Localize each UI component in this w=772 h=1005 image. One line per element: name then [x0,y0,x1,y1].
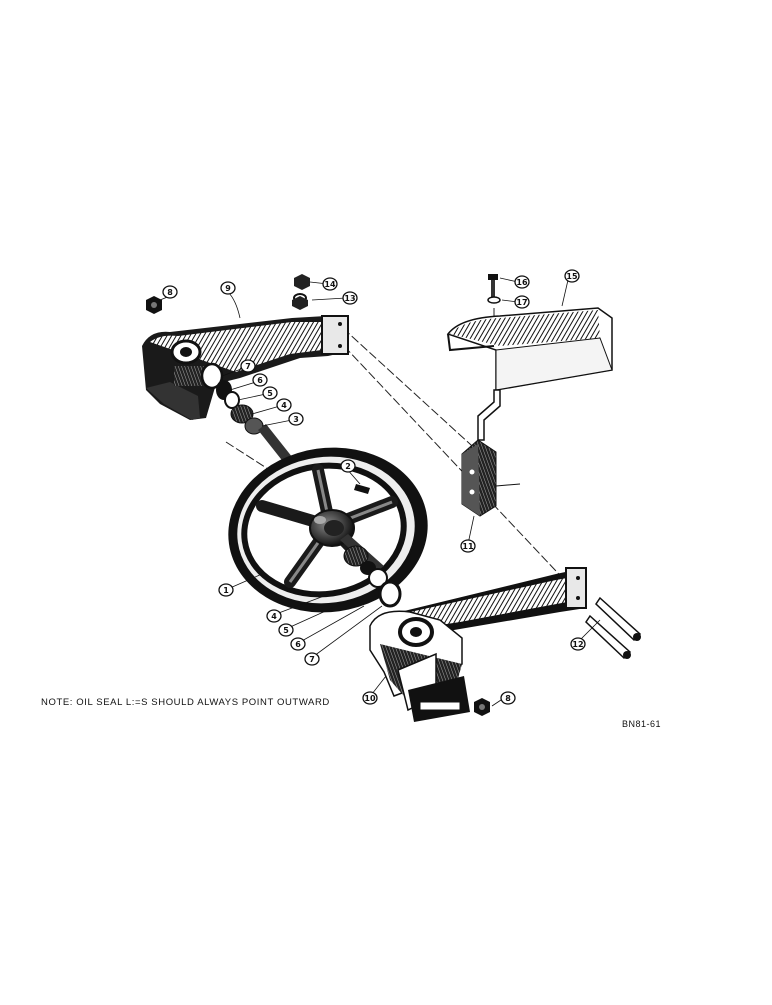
callout-11: 11 [460,539,476,553]
svg-text:5: 5 [267,389,273,398]
callout-8-lower: 8 [500,691,516,705]
callout-13: 13 [342,291,358,305]
callout-6-lower: 6 [290,637,306,651]
upper-arm-bracket [142,315,349,420]
callout-15: 15 [564,269,580,283]
svg-text:3: 3 [293,415,299,424]
svg-text:14: 14 [324,280,336,289]
svg-text:12: 12 [572,640,583,649]
nut-part-8-upper [146,296,162,314]
svg-text:6: 6 [295,640,301,649]
leader-lines [159,277,601,707]
svg-text:5: 5 [283,626,289,635]
callout-5-lower: 5 [278,623,294,637]
callout-2: 2 [340,459,356,473]
callouts: 8 9 7 6 5 4 3 2 1 4 5 6 7 14 13 16 17 15… [162,269,586,705]
callout-8-upper: 8 [162,285,178,299]
svg-text:15: 15 [566,272,578,281]
svg-text:16: 16 [516,278,528,287]
lower-bearing-stack [340,534,402,608]
block-part-11 [461,439,521,517]
drawing-code: BN81-61 [622,719,662,729]
svg-text:8: 8 [167,288,173,297]
callout-5-upper: 5 [262,386,278,400]
svg-text:7: 7 [309,655,315,664]
svg-text:13: 13 [344,294,355,303]
nut-part-8-lower [474,698,490,716]
svg-text:4: 4 [271,612,277,621]
callout-16: 16 [514,275,530,289]
callout-10: 10 [362,691,378,705]
lower-bracket-part-10 [369,610,470,722]
svg-text:6: 6 [257,376,263,385]
wheel [228,447,428,613]
svg-text:11: 11 [462,542,474,551]
nuts-upper [292,274,310,310]
callout-17-upper: 17 [514,295,530,309]
bolts-part-16-17 [487,274,501,304]
callout-3: 3 [288,412,304,426]
svg-text:4: 4 [281,401,287,410]
lower-arm-part-12 [400,567,642,660]
svg-text:8: 8 [505,694,511,703]
bolt-part-2 [354,484,370,494]
svg-text:10: 10 [364,694,376,703]
callout-4-upper: 4 [276,398,292,412]
callout-4-lower: 4 [266,609,282,623]
oil-seal-note: NOTE: OIL SEAL L:=S SHOULD ALWAYS POINT … [41,697,330,708]
svg-text:9: 9 [225,284,231,293]
svg-text:7: 7 [245,362,251,371]
svg-text:1: 1 [223,586,229,595]
svg-text:17: 17 [516,298,527,307]
callout-9: 9 [220,281,236,295]
cover-part-15 [446,307,613,441]
callout-1: 1 [218,583,234,597]
callout-7-upper: 7 [240,359,256,373]
callout-14: 14 [322,277,338,291]
callout-7-lower: 7 [304,652,320,666]
callout-6-upper: 6 [252,373,268,387]
svg-text:2: 2 [345,462,351,471]
callout-12: 12 [570,637,586,651]
